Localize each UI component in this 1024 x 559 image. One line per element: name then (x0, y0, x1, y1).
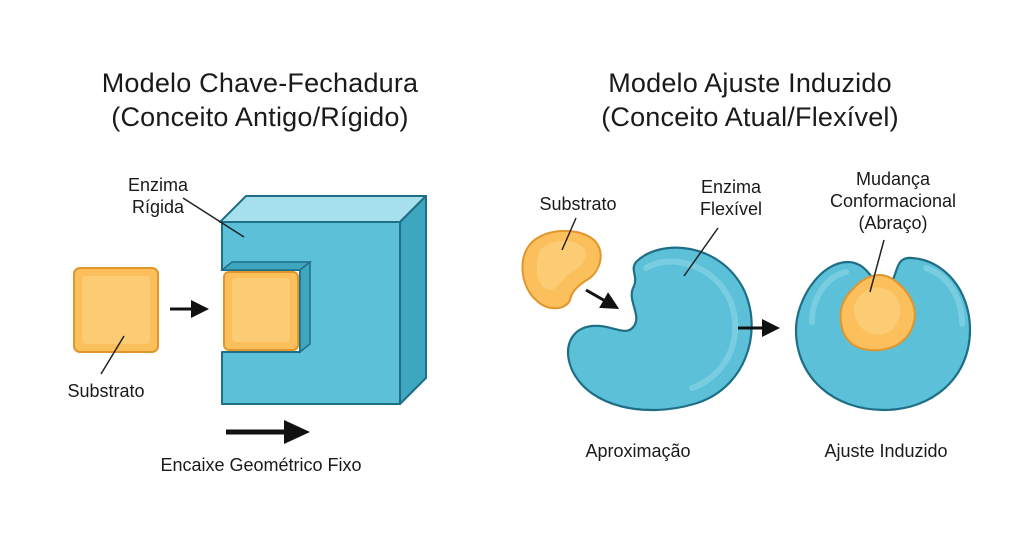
flexible-enzyme (567, 246, 753, 412)
fixed-fit-arrow (226, 420, 310, 444)
induced-fit-caption: Ajuste Induzido (824, 441, 948, 461)
flexible-enzyme-label-line2: Flexível (699, 199, 762, 219)
rigid-enzyme-label-line1: Enzima (127, 175, 189, 195)
rigid-enzyme-label: Enzima Rígida (108, 174, 208, 218)
induced-fit-title-line1: Modelo Ajuste Induzido (608, 68, 892, 98)
induced-fit-title-line2: (Conceito Atual/Flexível) (601, 102, 899, 132)
conformational-change-label: Mudança Conformacional (Abraço) (818, 168, 968, 234)
substrate-label-left: Substrato (67, 381, 145, 401)
right-substrate-leader-line (561, 217, 577, 251)
substrate-square (73, 267, 159, 353)
conformational-change-label-line3: (Abraço) (858, 213, 928, 233)
rigid-enzyme-label-line2: Rígida (131, 197, 185, 217)
induced-fit-title: Modelo Ajuste Induzido (Conceito Atual/F… (530, 66, 970, 134)
flexible-enzyme-label: Enzima Flexível (676, 176, 786, 220)
substrate-label-right: Substrato (539, 194, 617, 214)
conformational-change-label-line1: Mudança (855, 169, 931, 189)
approach-caption: Aproximação (585, 441, 691, 461)
conformational-change-label-line2: Conformacional (829, 191, 957, 211)
lock-and-key-title: Modelo Chave-Fechadura (Conceito Antigo/… (40, 66, 480, 134)
flexible-enzyme-label-line1: Enzima (700, 177, 762, 197)
lock-and-key-title-line2: (Conceito Antigo/Rígido) (111, 102, 409, 132)
substrate-leader-line (100, 335, 125, 375)
flexible-enzyme-leader-line (683, 227, 719, 277)
rigid-enzyme-block (219, 195, 427, 405)
conformational-change-leader-line (869, 239, 885, 293)
enzyme-leader-line (182, 197, 245, 238)
fixed-fit-caption: Encaixe Geométrico Fixo (160, 455, 362, 475)
substrate-approach-arrow (585, 288, 620, 309)
lock-and-key-title-line1: Modelo Chave-Fechadura (101, 68, 419, 98)
